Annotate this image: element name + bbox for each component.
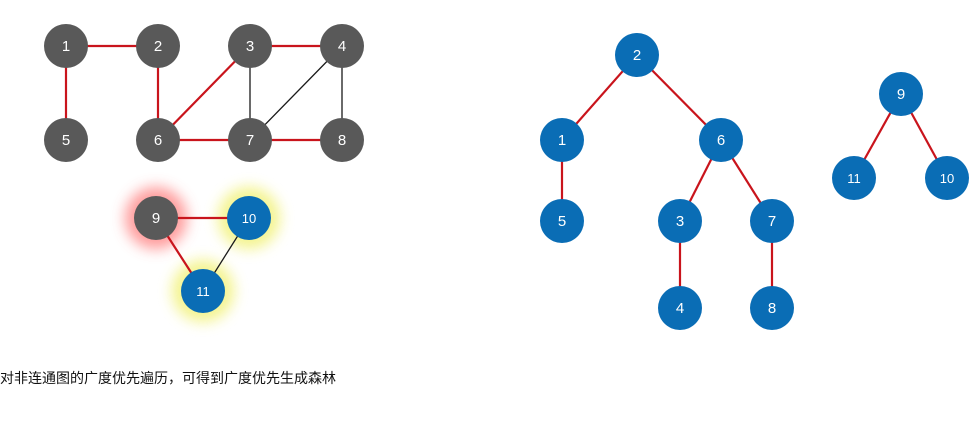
tree-1-node-1-circle	[540, 118, 584, 162]
bfs-forest-diagram: 1 2 3 4 5 6 7 8 9 10 11 2 1 6 5 3 7 4 8 9 11 10	[44, 24, 969, 330]
graph-node-7-circle	[228, 118, 272, 162]
tree-2-node-10-label: 10	[940, 171, 954, 186]
graph-node-1-circle	[44, 24, 88, 68]
graph-node-5-circle	[44, 118, 88, 162]
graph-node-11: 11	[181, 269, 225, 313]
tree-2-node-11: 11	[832, 156, 876, 200]
tree-1-node-4: 4	[658, 286, 702, 330]
tree-1-node-7-circle	[750, 199, 794, 243]
graph-node-9-label: 9	[152, 210, 160, 227]
tree-2-node-11-circle	[832, 156, 876, 200]
graph-node-4-circle	[320, 24, 364, 68]
tree-1-node-2-label: 2	[633, 47, 641, 64]
tree-1-node-5: 5	[540, 199, 584, 243]
graph-nodes: 1 2 3 4 5 6 7 8 9 10 11	[44, 24, 364, 313]
tree-1-node-4-label: 4	[676, 300, 684, 317]
tree-1-node-6: 6	[699, 118, 743, 162]
graph-node-5-label: 5	[62, 132, 70, 149]
graph-node-8: 8	[320, 118, 364, 162]
tree-1-node-8-label: 8	[768, 300, 776, 317]
tree-1-node-6-circle	[699, 118, 743, 162]
tree-2-node-9: 9	[879, 72, 923, 116]
graph-edges	[64, 44, 343, 292]
graph-node-3-label: 3	[246, 38, 254, 55]
tree-2-node-9-label: 9	[897, 86, 905, 103]
graph-node-11-label: 11	[196, 284, 210, 299]
tree-2-node-11-label: 11	[847, 171, 861, 186]
tree-1-node-2-circle	[615, 33, 659, 77]
graph-node-8-circle	[320, 118, 364, 162]
graph-node-9: 9	[134, 196, 178, 240]
graph-node-10-label: 10	[242, 211, 256, 226]
tree-2-node-10: 10	[925, 156, 969, 200]
graph-node-5: 5	[44, 118, 88, 162]
graph-node-11-circle	[181, 269, 225, 313]
tree-1-node-7: 7	[750, 199, 794, 243]
tree-1-node-8: 8	[750, 286, 794, 330]
tree-1-node-4-circle	[658, 286, 702, 330]
tree-1-node-3-circle	[658, 199, 702, 243]
tree-1-node-2: 2	[615, 33, 659, 77]
tree-1-node-3: 3	[658, 199, 702, 243]
tree-1-node-7-label: 7	[768, 213, 776, 230]
tree-1-node-1-label: 1	[558, 132, 566, 149]
forest-nodes: 2 1 6 5 3 7 4 8 9 11 10	[540, 33, 969, 330]
graph-node-6-circle	[136, 118, 180, 162]
graph-node-6: 6	[136, 118, 180, 162]
graph-node-10-circle	[227, 196, 271, 240]
graph-node-3: 3	[228, 24, 272, 68]
caption-text: 对非连通图的广度优先遍历，可得到广度优先生成森林	[0, 371, 336, 387]
graph-node-3-circle	[228, 24, 272, 68]
tree-1-node-6-label: 6	[717, 132, 725, 149]
graph-node-7: 7	[228, 118, 272, 162]
graph-node-4: 4	[320, 24, 364, 68]
graph-node-10: 10	[227, 196, 271, 240]
graph-node-4-label: 4	[338, 38, 346, 55]
tree-1-node-3-label: 3	[676, 213, 684, 230]
graph-node-6-label: 6	[154, 132, 162, 149]
tree-2-node-10-circle	[925, 156, 969, 200]
graph-node-8-label: 8	[338, 132, 346, 149]
graph-node-1-label: 1	[62, 38, 70, 55]
graph-node-9-circle	[134, 196, 178, 240]
graph-node-2-label: 2	[154, 38, 162, 55]
graph-node-2: 2	[136, 24, 180, 68]
tree-2-node-9-circle	[879, 72, 923, 116]
tree-1-node-8-circle	[750, 286, 794, 330]
graph-node-7-label: 7	[246, 132, 254, 149]
tree-1-node-1: 1	[540, 118, 584, 162]
tree-1-node-5-label: 5	[558, 213, 566, 230]
tree-1-node-5-circle	[540, 199, 584, 243]
graph-node-1: 1	[44, 24, 88, 68]
graph-node-2-circle	[136, 24, 180, 68]
